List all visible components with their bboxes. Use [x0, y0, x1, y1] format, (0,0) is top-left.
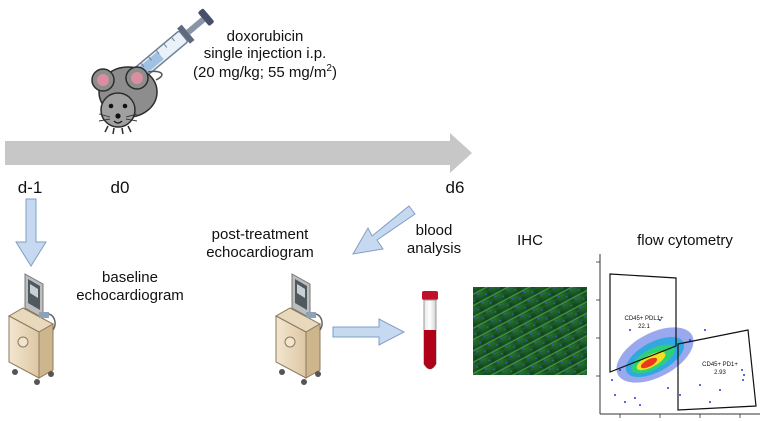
- mouse-icon: [91, 66, 163, 135]
- flow-cytometry-label: flow cytometry: [637, 232, 733, 249]
- echocardiograph-baseline-icon: [7, 273, 56, 385]
- blood-analysis-label: analysis: [406, 240, 462, 257]
- gate-pd1: [677, 329, 757, 411]
- flow-cytometry-plot: [596, 254, 760, 418]
- echocardiograph-posttreatment-icon: [274, 273, 323, 385]
- injection-dose-close: ): [331, 64, 337, 81]
- gate2-percent-label: 2.93: [714, 370, 726, 376]
- injection-route-label: single injection i.p.: [203, 45, 327, 62]
- diagonal-arrow-posttreatment: [352, 205, 416, 255]
- posttreatment-echo-label: echocardiogram: [206, 244, 314, 261]
- posttreatment-label: post-treatment: [211, 226, 309, 243]
- baseline-label: baseline: [102, 269, 158, 286]
- timeline-label-d6: d6: [445, 178, 465, 197]
- ihc-label: IHC: [517, 232, 543, 249]
- gate1-percent-label: 22.1: [638, 324, 650, 330]
- right-arrow-to-blood: [332, 318, 406, 346]
- injection-drug-label: doxorubicin: [226, 28, 304, 45]
- baseline-echo-label: echocardiogram: [76, 287, 184, 304]
- injection-dose-label: (20 mg/kg; 55 mg/m2): [160, 63, 370, 82]
- ihc-image: [473, 287, 587, 375]
- injection-dose-text: (20 mg/kg; 55 mg/m: [193, 64, 327, 81]
- down-arrow-baseline: [15, 198, 47, 267]
- timeline-arrow: [5, 133, 472, 173]
- timeline-label-d-minus-1: d-1: [17, 178, 43, 197]
- gate1-population-label: CD45+ PDL1+: [624, 316, 664, 322]
- blood-label: blood: [415, 222, 453, 239]
- gate-pdl1: [609, 273, 677, 373]
- injection-dose-superscript: 2: [326, 63, 332, 74]
- timeline-label-d0: d0: [110, 178, 130, 197]
- blood-tube-icon: [422, 291, 438, 370]
- gate2-population-label: CD45+ PD1+: [702, 362, 738, 368]
